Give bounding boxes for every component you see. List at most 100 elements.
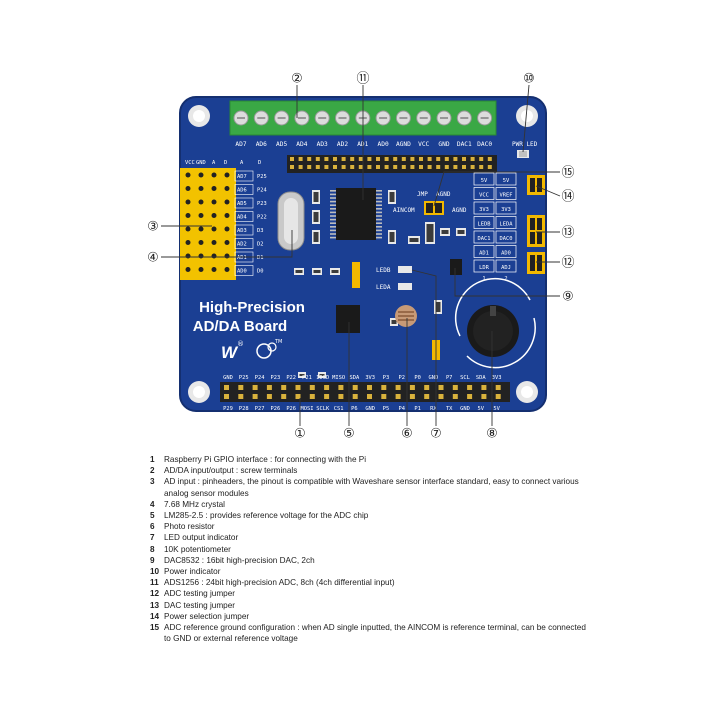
- header-pin: [198, 213, 204, 218]
- gpio-pin: [252, 394, 258, 399]
- header-pin: [453, 157, 458, 161]
- gpio-bottom-label: 5V: [493, 406, 500, 412]
- header-pin: [307, 165, 312, 169]
- legend-text: LM285-2.5 : provides reference voltage f…: [164, 511, 369, 521]
- gpio-pin: [352, 394, 358, 399]
- callout-number: ⑭: [561, 190, 574, 205]
- smd-component: [388, 190, 396, 204]
- smd-component: [388, 230, 396, 244]
- callout-number: ⑦: [430, 427, 442, 441]
- header-pin: [384, 157, 389, 161]
- legend-text: 10K potentiometer: [164, 544, 231, 554]
- smd-component: [456, 228, 466, 236]
- callout-line: [161, 230, 293, 258]
- gpio-pin: [281, 385, 287, 390]
- screw-terminal: [314, 110, 330, 126]
- gpio-bottom-label: P4: [399, 406, 406, 412]
- legend-text: ADC reference ground configuration : whe…: [164, 623, 586, 644]
- callout-lines: [161, 84, 561, 426]
- gpio-bottom-label: GND: [365, 406, 375, 412]
- gpio-bottom-label: 5V: [478, 406, 485, 412]
- header-top-label: GND: [196, 160, 206, 166]
- callout-number: ⑪: [356, 72, 369, 87]
- header-pin: [185, 199, 191, 205]
- header-pin: [401, 157, 406, 161]
- legend-number: 1: [150, 455, 155, 464]
- header-pin: [198, 186, 204, 191]
- callout-number: ⑤: [343, 427, 355, 441]
- legend-text: LED output indicator: [164, 533, 239, 543]
- screw-terminal: [253, 110, 269, 126]
- callout-circle: [561, 289, 575, 303]
- header-pin: [211, 213, 217, 218]
- header-top-label: D: [258, 160, 261, 166]
- legend-text: AD/DA input/output : screw terminals: [164, 466, 298, 476]
- right-block-label: ADJ: [501, 265, 511, 271]
- header-pin: [211, 172, 217, 178]
- legend-number: 5: [150, 511, 155, 521]
- smd-component: [312, 230, 320, 244]
- header-row-label: AD0: [237, 269, 247, 275]
- gpio-top-label: P7: [446, 375, 453, 381]
- adc-chip: [330, 188, 382, 240]
- right-block-label: LEDB: [478, 222, 491, 228]
- callout-number: ④: [147, 251, 159, 266]
- header-pin: [419, 157, 423, 161]
- header-pin: [298, 157, 303, 161]
- callout-number: ①: [294, 427, 306, 441]
- gpio-bottom-label: P26: [286, 406, 296, 412]
- header-pin: [393, 165, 398, 169]
- adc-testing-jumper: [527, 252, 545, 274]
- gpio-top-label: P3: [383, 375, 390, 381]
- header-pin: [185, 172, 191, 178]
- screw-terminal: [274, 110, 290, 126]
- mascot-logo: TM: [256, 339, 282, 359]
- gpio-top-label: P2: [399, 375, 406, 381]
- screw-terminal: [375, 110, 391, 126]
- callout-circle: [342, 426, 356, 440]
- callout-circle: [429, 426, 443, 440]
- terminal-label: DAC0: [477, 141, 492, 148]
- gpio-bottom-label: P29: [223, 406, 233, 412]
- legend-number: 13: [150, 600, 160, 610]
- header-pin: [367, 165, 372, 169]
- gpio-pin: [481, 385, 487, 390]
- aincom-label: AINCOM: [393, 207, 415, 214]
- leda-label: LEDA: [376, 284, 391, 291]
- gpio-pin: [295, 394, 301, 399]
- legend-number: 2: [150, 466, 155, 476]
- header-pin: [198, 226, 204, 232]
- callout-number: ②: [291, 72, 303, 87]
- header-pin: [307, 157, 312, 161]
- gpio-pin: [395, 394, 401, 399]
- header-pin: [224, 186, 230, 191]
- right-block-label: DAC1: [478, 236, 491, 242]
- header-pin: [487, 157, 492, 161]
- right-block-label: 3V3: [501, 207, 511, 213]
- legend-number: 14: [150, 611, 160, 621]
- header-pin: [341, 157, 346, 161]
- gpio-bottom-label: RX: [430, 406, 437, 412]
- smd-component: [425, 222, 435, 244]
- gpio-pin: [424, 394, 430, 399]
- header-pin: [427, 157, 432, 161]
- right-block-label: VCC: [479, 193, 489, 199]
- header-pin: [211, 199, 217, 205]
- gpio-bottom-label: P26: [271, 406, 281, 412]
- header-pin: [198, 172, 204, 178]
- callout-circle: [561, 165, 575, 179]
- header-pin: [410, 157, 415, 161]
- gpio-pin: [424, 385, 430, 390]
- header-pin: [290, 157, 294, 161]
- callout-line: [535, 185, 561, 197]
- header-pin: [185, 226, 191, 232]
- header-pin: [462, 165, 466, 169]
